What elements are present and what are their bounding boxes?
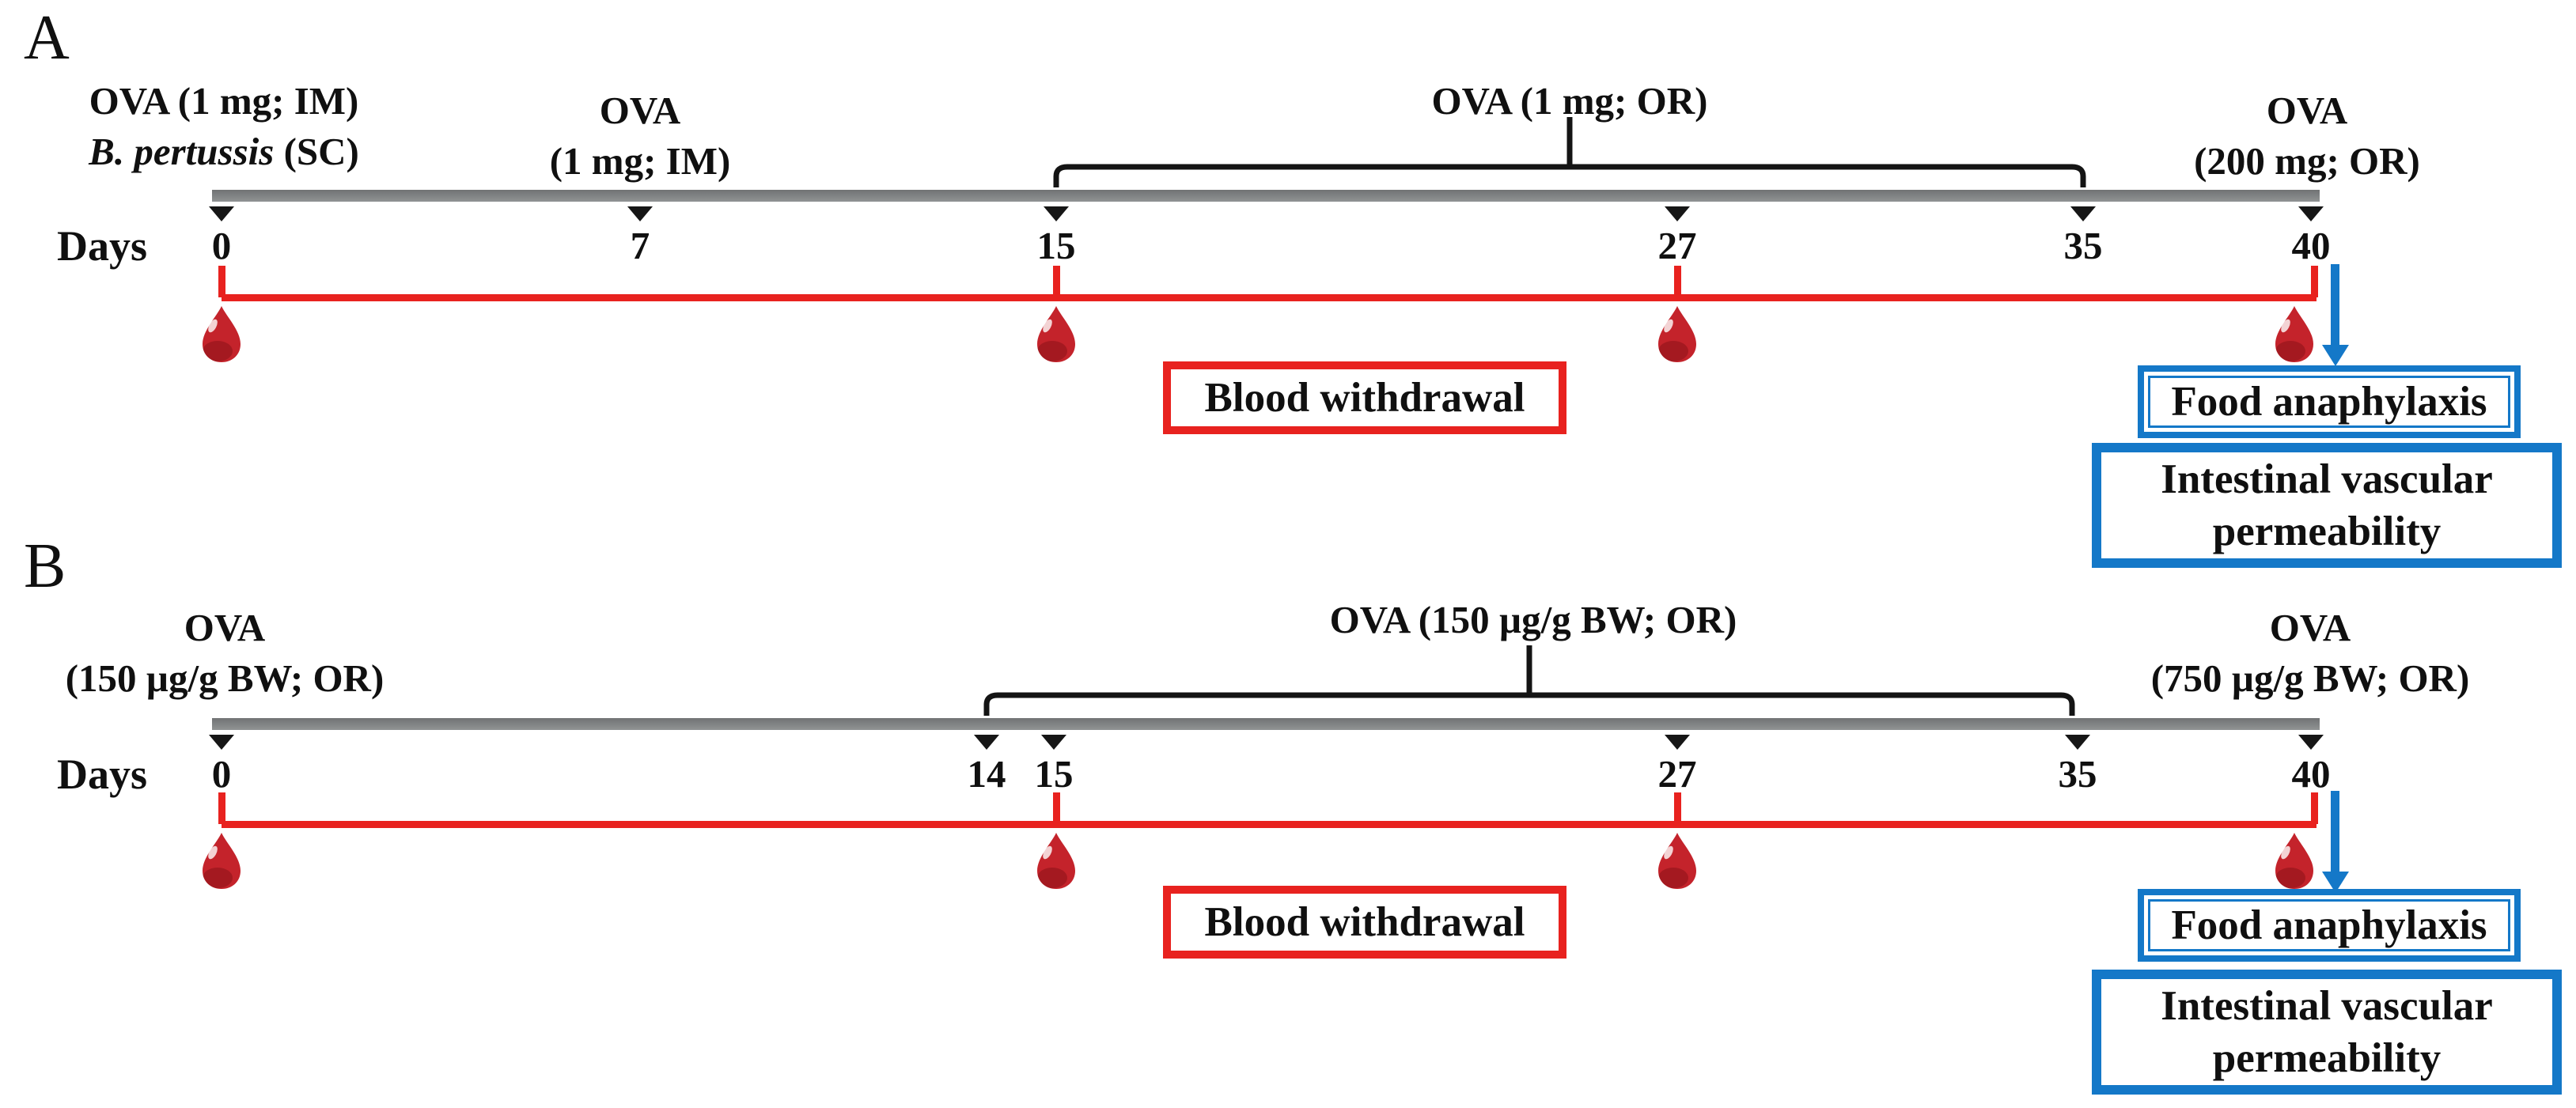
panel-b-day-35: 35 (2058, 752, 2097, 796)
panel-a-blood-tick-day15 (1053, 266, 1060, 297)
panel-b-day-0: 0 (211, 752, 232, 796)
down-arrow-icon (2322, 345, 2349, 366)
panel-a-blood-tick-day0 (218, 266, 225, 297)
panel-a-blood-withdrawal-box: Blood withdrawal (1163, 361, 1566, 434)
tick-icon (1665, 735, 1690, 750)
panel-a-sensitization-line2: B. pertussis (SC) (89, 130, 359, 173)
tick-icon (2298, 735, 2324, 750)
panel-a-days-axis-label: Days (57, 222, 148, 270)
blood-drop-icon (2275, 306, 2313, 362)
panel-b-food-anaphylaxis-text: Food anaphylaxis (2171, 902, 2487, 948)
panel-b-days-axis-label: Days (57, 751, 148, 798)
blood-drop-icon (2275, 833, 2313, 889)
blood-drop-icon (1658, 833, 1696, 889)
panel-a-boost-label: OVA (1 mg; IM) (549, 89, 731, 183)
panel-a-blood-line (222, 294, 2317, 301)
panel-a-blood-withdrawal-text: Blood withdrawal (1204, 374, 1525, 421)
panel-a-oral-ova-label: OVA (1 mg; OR) (1431, 79, 1708, 123)
tick-icon (209, 206, 234, 221)
panel-a-day-27: 27 (1657, 224, 1697, 267)
panel-a-sensitization-line1: OVA (1 mg; IM) (89, 79, 359, 123)
panel-b-bracket (983, 645, 2075, 716)
panel-b-blood-withdrawal-box: Blood withdrawal (1163, 886, 1566, 959)
panel-a-day-0: 0 (211, 224, 232, 267)
panel-b-letter: B (24, 531, 66, 601)
panel-b-blood-withdrawal-text: Blood withdrawal (1204, 898, 1525, 945)
panel-b-oral-ova-label: OVA (150 µg/g BW; OR) (1329, 598, 1737, 641)
panel-b-blood-tick-day40 (2311, 792, 2318, 824)
panel-a-sensitization-label: OVA (1 mg; IM) B. pertussis (SC) (89, 76, 359, 177)
panel-a-food-anaphylaxis-inner-frame: Food anaphylaxis (2148, 376, 2510, 428)
panel-a-food-anaphylaxis-box: Food anaphylaxis (2138, 365, 2521, 438)
panel-a-challenge-label: OVA (200 mg; OR) (2194, 89, 2420, 183)
tick-icon (1041, 735, 1066, 750)
blood-drop-icon (203, 306, 241, 362)
panel-b-blood-tick-day15 (1053, 792, 1060, 824)
blood-drop-icon (203, 833, 241, 889)
tick-icon (209, 735, 234, 750)
panel-a-day-7: 7 (630, 224, 650, 267)
panel-a-day-15: 15 (1036, 224, 1076, 267)
panel-b-day-40: 40 (2291, 752, 2331, 796)
panel-a-bracket (1053, 117, 2086, 187)
panel-b-day-15: 15 (1034, 752, 1074, 796)
panel-a-letter: A (24, 3, 70, 73)
tick-icon (627, 206, 653, 221)
panel-b-blood-line (222, 821, 2317, 828)
tick-icon (1665, 206, 1690, 221)
panel-a-timeline-bar (212, 190, 2320, 202)
tick-icon (2065, 735, 2090, 750)
panel-a-vascular-permeability-box: Intestinal vascular permeability (2092, 443, 2562, 568)
panel-b-food-anaphylaxis-inner-frame: Food anaphylaxis (2148, 899, 2510, 951)
panel-a-blood-tick-day27 (1674, 266, 1681, 297)
tick-icon (974, 735, 999, 750)
panel-b-day-27: 27 (1657, 752, 1697, 796)
tick-icon (2298, 206, 2324, 221)
panel-b-food-anaphylaxis-box: Food anaphylaxis (2138, 889, 2521, 962)
panel-b-blood-tick-day27 (1674, 792, 1681, 824)
panel-b-vascular-permeability-box: Intestinal vascular permeability (2092, 970, 2562, 1095)
panel-b-challenge-label: OVA (750 µg/g BW; OR) (2150, 606, 2470, 700)
panel-a-day-40: 40 (2291, 224, 2331, 267)
panel-b-blood-tick-day0 (218, 792, 225, 824)
down-arrow-icon (2331, 264, 2339, 345)
panel-a-blood-tick-day40 (2311, 266, 2318, 297)
blood-drop-icon (1037, 833, 1075, 889)
tick-icon (1044, 206, 1069, 221)
panel-b-day-14: 14 (967, 752, 1006, 796)
blood-drop-icon (1658, 306, 1696, 362)
panel-a-food-anaphylaxis-text: Food anaphylaxis (2171, 378, 2487, 425)
blood-drop-icon (1037, 306, 1075, 362)
panel-a-day-35: 35 (2063, 224, 2103, 267)
panel-b-sensitization-label: OVA (150 µg/g BW; OR) (65, 606, 385, 700)
tick-icon (2070, 206, 2096, 221)
down-arrow-icon (2331, 791, 2339, 872)
panel-b-timeline-bar (212, 718, 2320, 730)
